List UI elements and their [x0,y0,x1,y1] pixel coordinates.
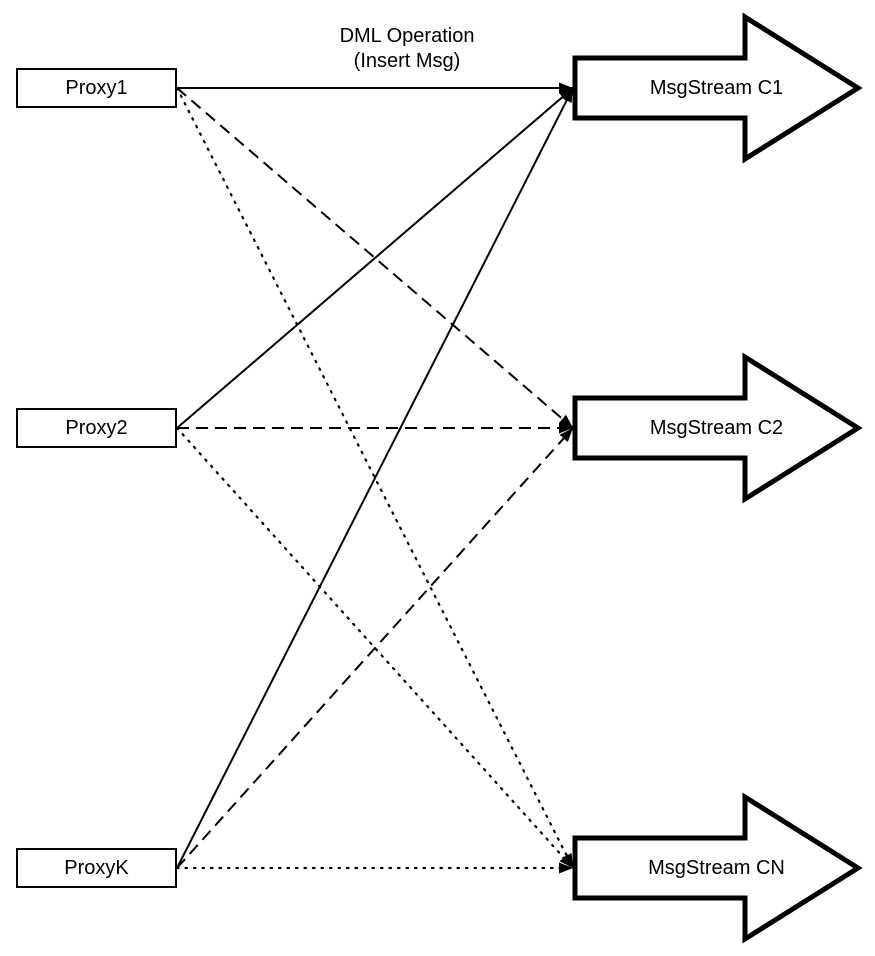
dml-operation-label-line1: DML Operation [339,25,475,47]
connection-proxyK-c2 [176,427,574,869]
proxyk-label: ProxyK [64,856,129,879]
msgstream-cn-label: MsgStream CN [648,857,785,879]
proxy2-label: Proxy2 [65,416,128,439]
dml-operation-label-line2: (Insert Msg) [353,50,461,72]
dml-operation-label: DML Operation (Insert Msg) [272,24,542,74]
msgstream-c2-arrow [572,352,863,504]
connection-proxy2-c1 [176,87,574,429]
proxyk-node: ProxyK [16,848,177,888]
msgstream-cn-arrow [572,792,863,944]
connection-proxy2-cn [175,426,575,870]
msgstream-c2-label: MsgStream C2 [649,417,784,439]
connection-proxy1-cn [175,86,575,870]
connection-proxyK-c1 [176,87,574,869]
proxy1-node: Proxy1 [16,68,177,108]
proxy2-node: Proxy2 [16,408,177,448]
connection-proxy1-c2 [176,87,574,429]
msgstream-c1-label: MsgStream C1 [649,77,784,99]
stream-arrows [572,12,863,944]
proxy1-label: Proxy1 [65,76,128,99]
connection-lines [175,82,575,874]
msgstream-c1-arrow [572,12,863,164]
